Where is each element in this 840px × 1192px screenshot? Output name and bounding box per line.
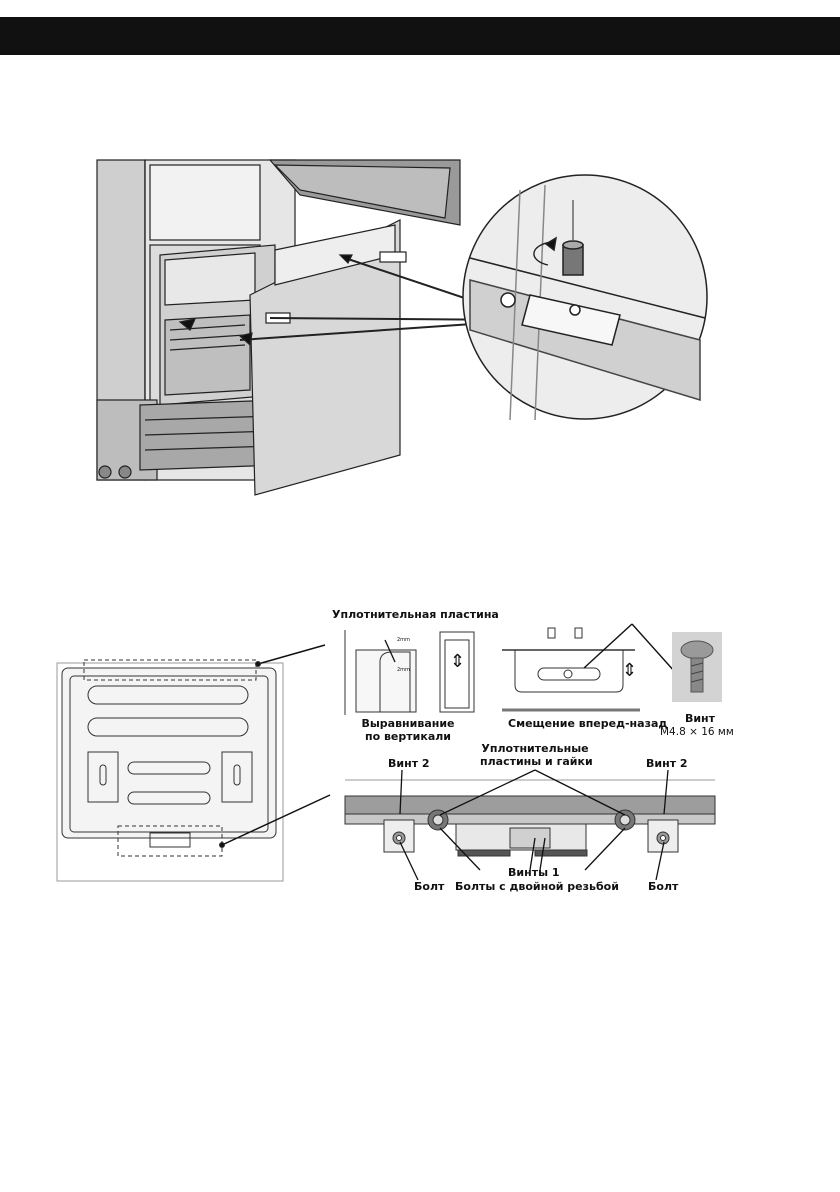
- label-bolt-right: Болт: [648, 880, 678, 893]
- zoom-detail-circle: [463, 175, 707, 420]
- label-sealing-plates-nuts-2: пластины и гайки: [480, 755, 590, 768]
- label-double-thread-bolts: Болты с двойной резьбой: [455, 880, 619, 893]
- label-screw-title: Винт: [650, 712, 750, 725]
- screw-photo: [672, 632, 722, 702]
- label-screw2-right: Винт 2: [646, 757, 688, 770]
- updown-arrow-icon: ⇕: [450, 655, 465, 668]
- front-back-shift-detail: [502, 624, 675, 710]
- label-sealing-plate: Уплотнительная пластина: [332, 608, 499, 621]
- fridge-cabinet: [97, 160, 530, 495]
- label-dim-top: 2mm: [397, 634, 410, 647]
- label-vertical-align-2: по вертикали: [358, 730, 458, 743]
- label-screw2-left: Винт 2: [388, 757, 430, 770]
- door-panel-diagram: [57, 645, 330, 881]
- bottom-rail-detail: [345, 770, 715, 880]
- label-front-back-shift: Смещение вперед-назад: [508, 717, 667, 730]
- label-dim-bottom: 2mm: [397, 664, 410, 677]
- label-bolt-left: Болт: [414, 880, 444, 893]
- label-vertical-align-1: Выравнивание: [358, 717, 458, 730]
- label-screw-size: M4.8 × 16 мм: [660, 726, 734, 739]
- updown-arrow-icon-2: ⇕: [622, 664, 637, 677]
- label-screws1: Винты 1: [508, 866, 560, 879]
- label-sealing-plates-nuts-1: Уплотнительные: [480, 742, 590, 755]
